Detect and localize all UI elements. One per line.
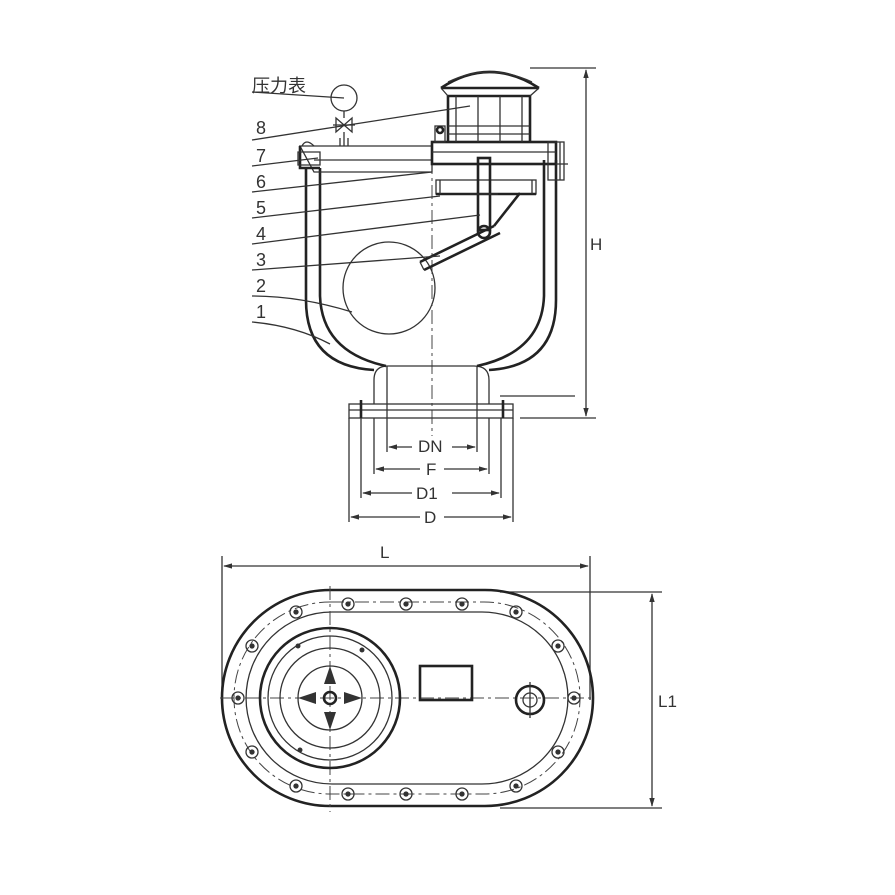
inner-housing <box>435 179 537 196</box>
pressure-gauge <box>330 84 358 146</box>
dome-cap <box>440 70 540 97</box>
label-part-1: 1 <box>256 302 266 322</box>
float-ball <box>342 241 436 335</box>
dimension-h: H <box>520 67 602 419</box>
label-pressure-gauge: 压力表 <box>252 76 306 96</box>
plan-bolt-holes <box>231 597 581 801</box>
svg-text:D: D <box>424 508 436 527</box>
svg-text:L1: L1 <box>658 692 677 711</box>
valve-body <box>304 160 558 372</box>
leader-lines <box>251 91 481 345</box>
label-part-8: 8 <box>256 118 266 138</box>
svg-text:DN: DN <box>418 437 443 456</box>
valve-stem <box>470 156 498 240</box>
label-part-6: 6 <box>256 172 266 192</box>
label-part-7: 7 <box>256 146 266 166</box>
float-lever <box>419 192 522 272</box>
dimension-l1: L1 <box>500 591 677 809</box>
plan-side-port <box>514 682 546 718</box>
svg-text:H: H <box>590 235 602 254</box>
bottom-flange <box>348 395 575 419</box>
body-neck <box>373 365 490 418</box>
plan-cap <box>258 626 402 770</box>
label-part-3: 3 <box>256 250 266 270</box>
svg-text:F: F <box>426 460 436 479</box>
label-part-5: 5 <box>256 198 266 218</box>
top-flange <box>430 125 568 181</box>
plan-outer-flange <box>220 588 595 808</box>
cap-cylinder <box>446 94 532 142</box>
label-part-2: 2 <box>256 276 266 296</box>
label-part-4: 4 <box>256 224 266 244</box>
svg-text:D1: D1 <box>416 484 438 503</box>
plan-view: L L1 <box>220 543 677 812</box>
dimension-flange: DN F D1 D <box>348 418 514 527</box>
elevation-view: 压力表 8 7 6 5 4 3 2 1 H <box>251 67 602 527</box>
body-cover <box>297 138 433 173</box>
svg-text:L: L <box>380 543 389 562</box>
plan-rect-boss <box>418 664 474 702</box>
dimension-l: L <box>221 543 591 700</box>
